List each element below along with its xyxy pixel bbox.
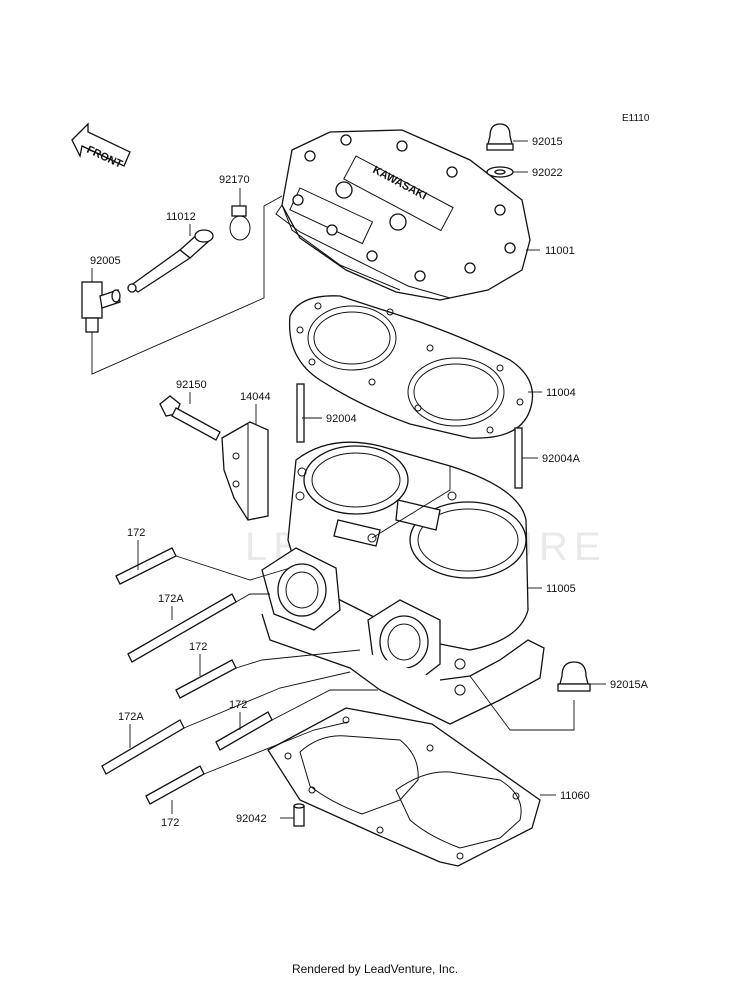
callout-172A-b: 172A	[118, 711, 144, 723]
stud-172-d[interactable]	[145, 765, 205, 805]
hose-clamp[interactable]	[229, 205, 251, 241]
callout-92004A: 92004A	[542, 453, 581, 465]
head-gasket[interactable]	[288, 295, 534, 439]
stud-172-b[interactable]	[175, 659, 237, 699]
elbow-fitting[interactable]	[81, 281, 121, 333]
stud-172-c[interactable]	[215, 711, 273, 751]
cylinder-block[interactable]	[261, 441, 545, 725]
hose-fitting[interactable]	[127, 229, 214, 293]
callout-92170: 92170	[219, 174, 250, 186]
base-gasket[interactable]	[267, 707, 541, 867]
callout-92042: 92042	[236, 813, 267, 825]
callout-14044: 14044	[240, 391, 271, 403]
mount-bracket[interactable]	[221, 421, 269, 521]
footer-credit: Rendered by LeadVenture, Inc.	[291, 962, 459, 976]
leader-lines	[91, 140, 606, 819]
cylinder-head[interactable]: KAWASAKI	[275, 129, 531, 301]
diagram-ref-code: E1110	[622, 113, 650, 124]
stud-172-a[interactable]	[115, 547, 177, 585]
callout-172-c: 172	[229, 699, 247, 711]
washer[interactable]	[486, 166, 514, 178]
callout-11060: 11060	[560, 790, 590, 802]
callout-92015: 92015	[532, 136, 563, 148]
acorn-nut[interactable]	[486, 123, 514, 151]
callout-172-b: 172	[189, 641, 207, 653]
callout-11012: 11012	[166, 211, 196, 223]
callout-172-d: 172	[161, 817, 179, 829]
callout-92022: 92022	[532, 167, 563, 179]
stud-92004A[interactable]	[514, 427, 523, 489]
callout-11001: 11001	[545, 245, 575, 257]
callout-11005: 11005	[546, 583, 576, 595]
callout-172A-a: 172A	[158, 593, 184, 605]
callout-92150: 92150	[176, 379, 207, 391]
cap-nut-92015A[interactable]	[557, 661, 591, 692]
callout-92004: 92004	[326, 413, 357, 425]
group-bracket-line	[91, 195, 283, 375]
callout-92015A: 92015A	[610, 679, 649, 691]
bolt-92150[interactable]	[159, 395, 221, 441]
callout-92005: 92005	[90, 255, 121, 267]
stud-172A-b[interactable]	[101, 719, 185, 775]
callout-172-a: 172	[127, 527, 145, 539]
callout-11004: 11004	[546, 387, 576, 399]
stud-92004[interactable]	[296, 383, 305, 443]
dowel-pin[interactable]	[293, 803, 305, 827]
front-arrow-icon: FRONT	[71, 122, 131, 171]
